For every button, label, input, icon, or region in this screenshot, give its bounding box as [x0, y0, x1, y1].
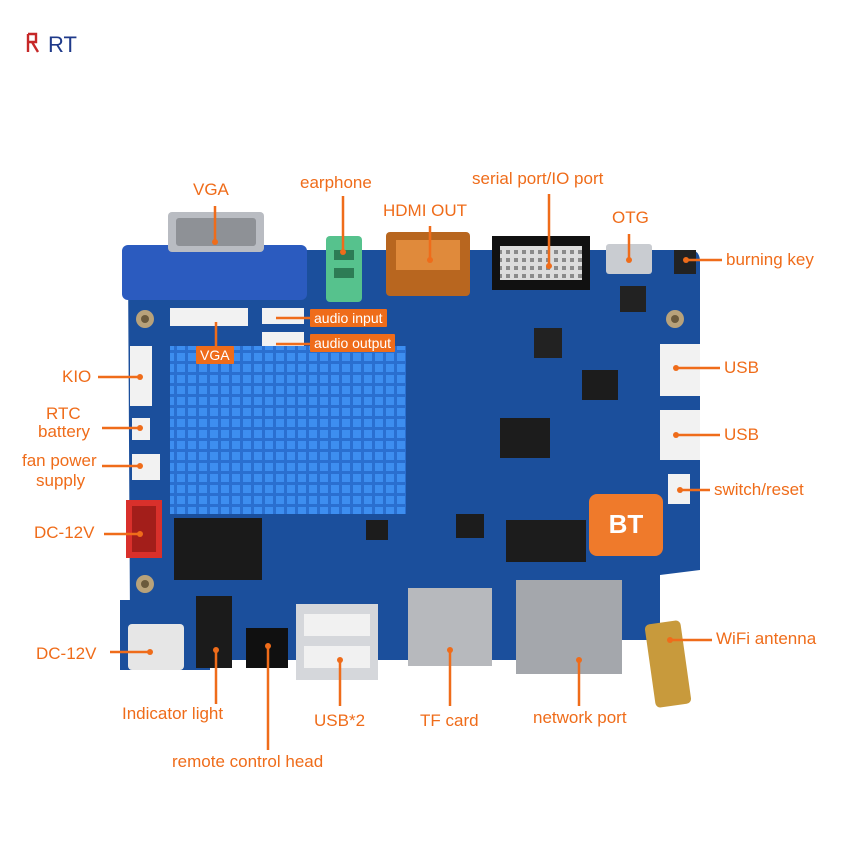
network-port — [516, 580, 622, 674]
label-usb-lower: USB — [724, 425, 759, 444]
inductor — [534, 328, 562, 358]
label-vga-header: VGA — [196, 346, 234, 364]
ic-chip — [366, 520, 388, 540]
logo-text: RT — [48, 32, 77, 57]
audio-input-header — [262, 308, 304, 324]
logo-mark-icon — [26, 32, 40, 53]
audio-output-header — [262, 332, 304, 348]
ic-chip — [456, 514, 484, 538]
ic-chip — [506, 520, 586, 562]
label-otg: OTG — [612, 208, 649, 227]
label-rtc-line2: battery — [38, 422, 90, 441]
label-switch-reset: switch/reset — [714, 480, 804, 499]
label-burning-key: burning key — [726, 250, 814, 269]
soc-chip — [174, 518, 262, 580]
bt-module: BT — [589, 494, 663, 556]
label-remote-control-head: remote control head — [172, 752, 324, 771]
label-network-port: network port — [533, 708, 627, 727]
label-indicator-light: Indicator light — [122, 704, 224, 723]
label-audio-output: audio output — [310, 334, 396, 352]
heatsink — [170, 346, 406, 514]
wifi-antenna — [644, 620, 692, 708]
label-usb2: USB*2 — [314, 711, 366, 730]
label-kio: KIO — [62, 367, 92, 386]
usb-header-upper — [660, 344, 700, 396]
ic-chip — [582, 370, 618, 400]
label-hdmi-out: HDMI OUT — [383, 201, 468, 220]
vga-header — [170, 308, 248, 326]
leader-lines — [98, 194, 722, 750]
label-rtc-line1: RTC — [46, 404, 81, 423]
label-wifi-antenna: WiFi antenna — [716, 629, 817, 648]
label-usb-upper: USB — [724, 358, 759, 377]
label-vga: VGA — [193, 180, 229, 199]
vga-connector — [122, 245, 307, 300]
label-audio-input: audio input — [310, 309, 387, 327]
label-dc12v-lower: DC-12V — [36, 644, 97, 663]
label-earphone: earphone — [300, 173, 372, 192]
label-fan-line2: supply — [36, 471, 86, 490]
inductor — [620, 286, 646, 312]
dc-jack — [128, 624, 184, 670]
label-fan-line1: fan power — [22, 451, 97, 470]
label-dc12v-upper: DC-12V — [34, 523, 95, 542]
ic-chip — [500, 418, 550, 458]
label-serial-io: serial port/IO port — [472, 169, 604, 188]
brand-logo: RT — [26, 32, 77, 58]
label-tf-card: TF card — [420, 711, 479, 730]
indicator-light — [196, 596, 232, 668]
